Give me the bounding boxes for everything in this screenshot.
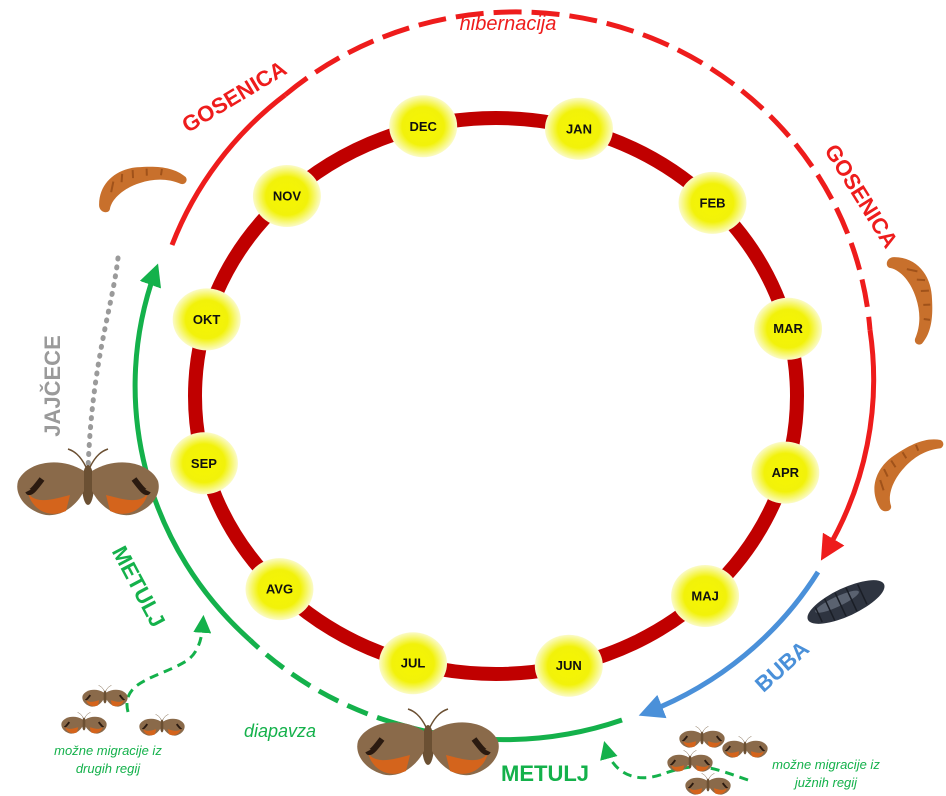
moth-icon (685, 773, 730, 794)
moth-icon (679, 726, 724, 747)
hibernation-label: hibernacija (460, 13, 557, 35)
month-feb: FEB (679, 172, 747, 234)
month-label: MAR (773, 321, 803, 336)
migration-left-line1: možne migracije iz (54, 743, 162, 758)
month-dec: DEC (389, 95, 457, 157)
month-jul: JUL (379, 632, 447, 694)
diapause-label: diapavza (244, 721, 316, 741)
migration-right-line2: južnih regij (793, 775, 858, 790)
month-label: FEB (700, 195, 726, 210)
month-label: JUN (556, 658, 582, 673)
month-apr: APR (751, 442, 819, 504)
caterpillar-icon (886, 252, 940, 348)
month-okt: OKT (173, 288, 241, 350)
migration-arrow-left (127, 622, 203, 712)
month-label: DEC (409, 119, 437, 134)
month-label: APR (772, 465, 800, 480)
migration-left-line2: drugih regij (76, 761, 141, 776)
month-markers: JAN FEB MAR APR MAJ JUN JUL AVG SEP OKT NOV DEC (170, 95, 822, 696)
month-label: AVG (266, 582, 293, 597)
month-nov: NOV (253, 165, 321, 227)
migration-right-line1: možne migracije iz (772, 757, 880, 772)
month-jan: JAN (545, 98, 613, 160)
moth-icon (722, 736, 767, 757)
month-label: OKT (193, 312, 221, 327)
month-label: MAJ (691, 588, 718, 603)
adult-label-left: METULJ (107, 542, 170, 631)
month-label: JUL (401, 656, 426, 671)
moth-icon (61, 712, 106, 733)
egg-dotted-line (88, 258, 118, 470)
caterpillar-icon (94, 159, 190, 213)
month-mar: MAR (754, 298, 822, 360)
caterpillar-icon (860, 426, 946, 514)
month-label: JAN (566, 121, 592, 136)
month-jun: JUN (535, 635, 603, 697)
month-label: SEP (191, 456, 217, 471)
adult-label-bottom: METULJ (501, 761, 589, 786)
hibernation-arc (285, 12, 870, 330)
larva-stage-arc-right (826, 330, 874, 552)
moth-icon (82, 685, 127, 706)
moth-icon (17, 449, 159, 515)
month-label: NOV (273, 189, 302, 204)
month-sep: SEP (170, 432, 238, 494)
egg-label: JAJČECE (40, 335, 65, 436)
month-avg: AVG (245, 558, 313, 620)
larva-label-left: GOSENICA (177, 56, 291, 138)
moth-icon (139, 714, 184, 735)
month-maj: MAJ (671, 565, 739, 627)
